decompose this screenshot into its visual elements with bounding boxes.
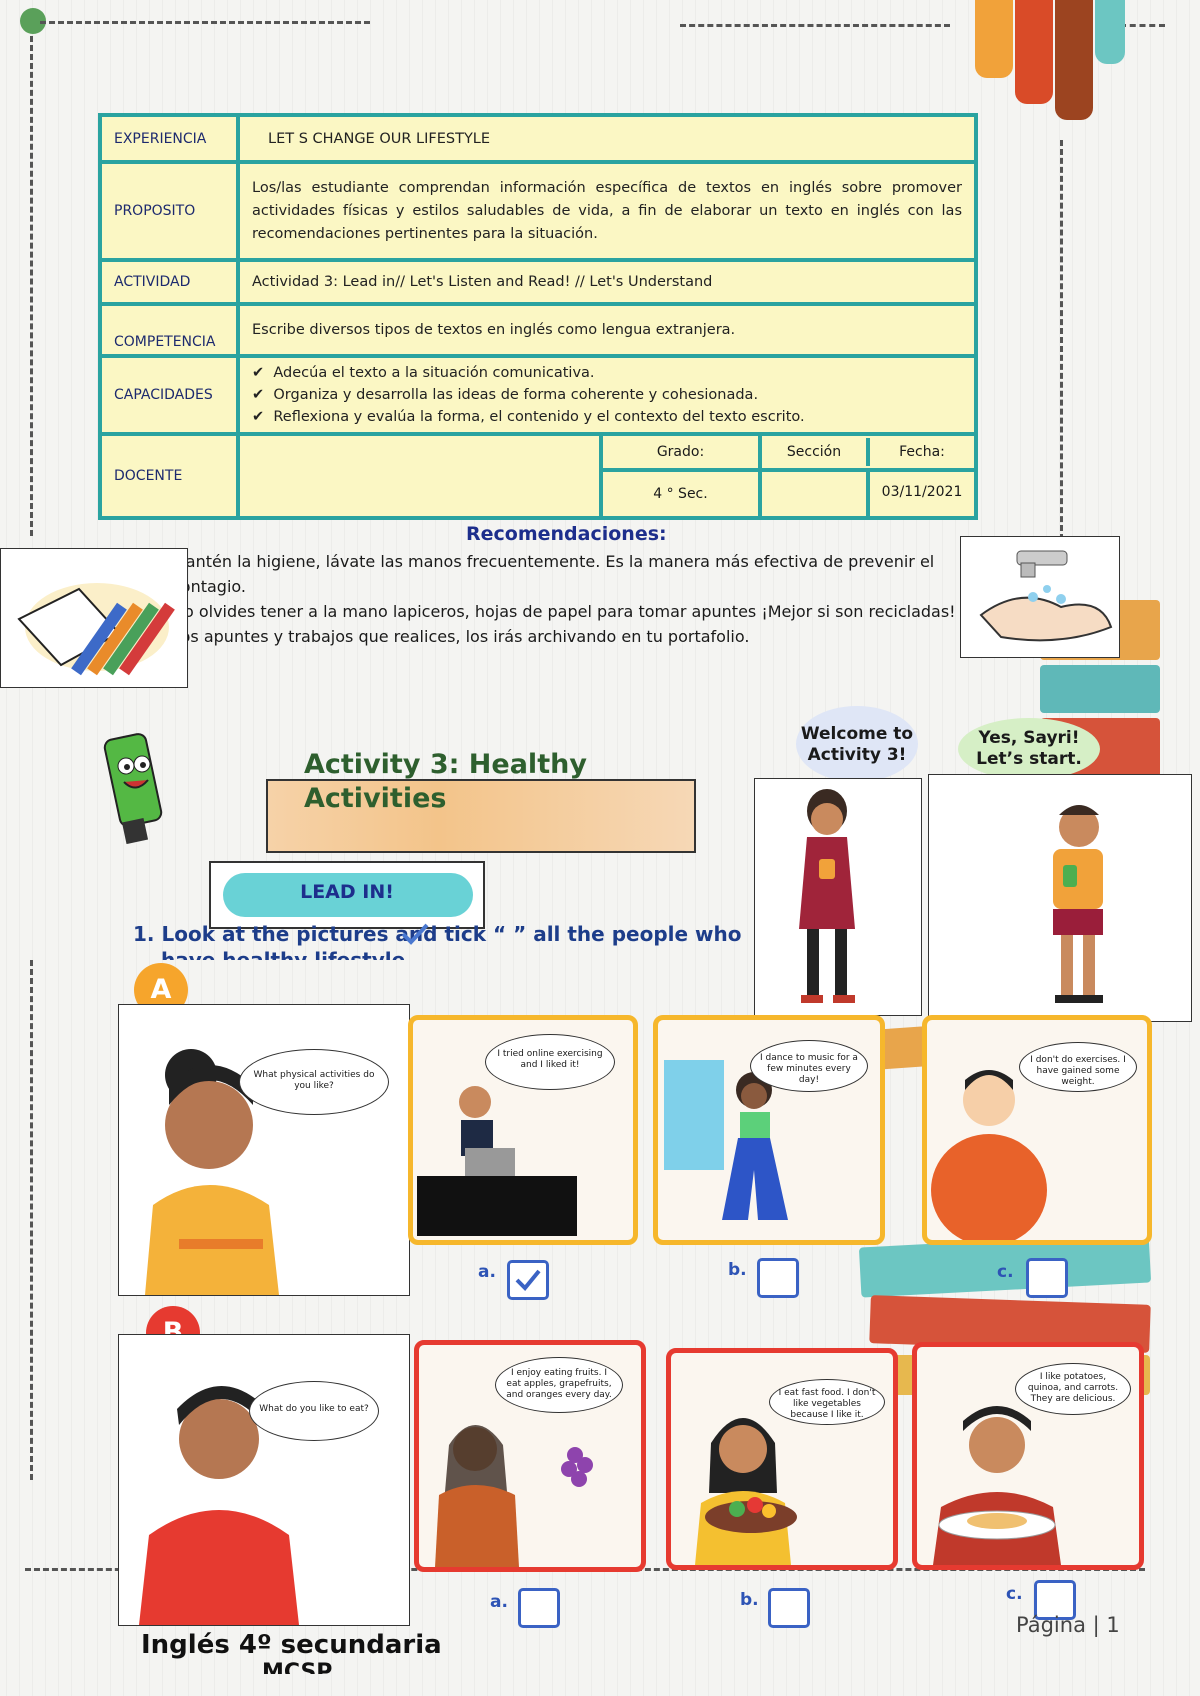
option-label: a. <box>478 1262 496 1282</box>
frame-dash-top-right <box>680 24 950 27</box>
speech-bubble: I don't do exercises. I have gained some… <box>1019 1042 1137 1092</box>
grado-value: 4 ° Sec. <box>599 468 762 520</box>
pencils-image <box>0 548 188 688</box>
actividad-label: ACTIVIDAD <box>98 258 240 306</box>
seccion-value <box>762 472 870 516</box>
lead-in-label: LEAD IN! <box>300 881 394 903</box>
capacidad-item: ✔ Adecúa el texto a la situación comunic… <box>252 365 595 381</box>
boy-character-icon <box>1053 805 1103 1003</box>
checkbox-a-a[interactable] <box>507 1260 549 1300</box>
docente-label: DOCENTE <box>98 432 240 520</box>
seccion-fecha-labels: Sección Fecha: <box>757 432 979 472</box>
lead-in-box: LEAD IN! <box>209 861 485 929</box>
deco-stripe-brown <box>1055 0 1093 120</box>
marker-mascot-icon <box>103 733 163 845</box>
frame-dash-right <box>1060 140 1063 540</box>
option-label: c. <box>997 1262 1014 1282</box>
section-a-panel-c: I don't do exercises. I have gained some… <box>922 1015 1152 1245</box>
dancing-icon <box>664 1060 788 1220</box>
recommendation-line: Los apuntes y trabajos que realices, los… <box>172 627 750 646</box>
pencils-icon <box>17 583 175 676</box>
capacidad-item: ✔ Organiza y desarrolla las ideas de for… <box>252 387 759 403</box>
tick-icon <box>401 923 429 945</box>
competencia-value: Escribe diversos tipos de textos en ingl… <box>236 302 978 358</box>
lets-start-bubble: Yes, Sayri! Let’s start. <box>958 718 1100 780</box>
man-asking-icon <box>139 1385 299 1625</box>
option-label: c. <box>1006 1584 1023 1604</box>
recommendation-line: Mantén la higiene, lávate las manos frec… <box>172 552 935 596</box>
section-b-question-image: What do you like to eat? <box>118 1334 410 1626</box>
girl-with-salad-icon <box>695 1418 797 1565</box>
proposito-label: PROPOSITO <box>98 160 240 262</box>
section-a-panel-a: I tried online exercising and I liked it… <box>408 1015 638 1245</box>
lead-in-highlight <box>223 873 473 917</box>
section-a-question-image: What physical activities do you like? <box>118 1004 410 1296</box>
recommendations-text: Mantén la higiene, lávate las manos frec… <box>172 549 962 649</box>
checkbox-b-b[interactable] <box>768 1588 810 1628</box>
section-b-panel-a: I enjoy eating fruits. I eat apples, gra… <box>414 1340 646 1572</box>
welcome-bubble: Welcome to Activity 3! <box>796 706 918 782</box>
grado-label: Grado: <box>599 432 762 472</box>
experiencia-label: EXPERIENCIA <box>98 113 240 164</box>
online-exercise-icon <box>417 1086 577 1236</box>
fecha-value: 03/11/2021 <box>881 484 963 500</box>
checkbox-b-c[interactable] <box>1034 1580 1076 1620</box>
woman-asking-icon <box>145 1049 279 1295</box>
frame-dash-left <box>30 36 33 536</box>
speech-bubble: I enjoy eating fruits. I eat apples, gra… <box>495 1357 623 1413</box>
recommendations-title: Recomendaciones: <box>466 523 667 545</box>
girl-character-image <box>754 778 922 1016</box>
activity-title: Activity 3: Healthy Activities <box>304 749 587 814</box>
footer-subtitle: MCSP <box>262 1660 333 1674</box>
info-table: EXPERIENCIA LET S CHANGE OUR LIFESTYLE P… <box>98 113 979 520</box>
handwashing-icon <box>979 550 1113 642</box>
frame-dash-top-far <box>1120 24 1165 27</box>
section-b-panel-b: I eat fast food. I don't like vegetables… <box>666 1348 898 1570</box>
option-label: b. <box>728 1260 747 1280</box>
deco-stripe-red <box>1015 0 1053 104</box>
frame-dash-top-left <box>40 21 370 24</box>
section-b-question-speech: What do you like to eat? <box>249 1381 379 1441</box>
frame-dash-left-lower <box>30 960 33 1480</box>
section-a-question-speech: What physical activities do you like? <box>239 1049 389 1115</box>
section-b-panel-c: I like potatoes, quinoa, and carrots. Th… <box>912 1342 1144 1570</box>
experiencia-value: LET S CHANGE OUR LIFESTYLE <box>236 113 978 164</box>
boy-character-image <box>928 774 1192 1022</box>
seccion-label: Sección <box>762 438 870 466</box>
seccion-fecha-values: 03/11/2021 <box>757 468 979 520</box>
question-1: 1. Look at the pictures and tick “ ” all… <box>133 922 742 946</box>
page-number: Página | 1 <box>1016 1613 1120 1637</box>
deco-stripe-orange <box>975 0 1013 78</box>
man-overweight-icon <box>931 1070 1047 1240</box>
checkmark-icon <box>515 1269 541 1291</box>
actividad-value: Actividad 3: Lead in// Let's Listen and … <box>236 258 978 306</box>
capacidades-list: ✔ Adecúa el texto a la situación comunic… <box>236 354 978 436</box>
boy-eating-quinoa-icon <box>933 1406 1061 1565</box>
girl-eating-fruit-icon <box>435 1425 593 1567</box>
speech-bubble: I dance to music for a few minutes every… <box>750 1040 868 1092</box>
capacidades-label: CAPACIDADES <box>98 354 240 436</box>
section-a-panel-b: I dance to music for a few minutes every… <box>653 1015 885 1245</box>
capacidad-item: ✔ Reflexiona y evalúa la forma, el conte… <box>252 409 805 425</box>
speech-bubble: I like potatoes, quinoa, and carrots. Th… <box>1015 1363 1131 1415</box>
checkbox-a-c[interactable] <box>1026 1258 1068 1298</box>
recommendation-line: No olvides tener a la mano lapiceros, ho… <box>172 602 956 621</box>
checkbox-a-b[interactable] <box>757 1258 799 1298</box>
checkbox-b-a[interactable] <box>518 1588 560 1628</box>
fecha-label: Fecha: <box>899 444 945 460</box>
handwashing-image <box>960 536 1120 658</box>
option-label: a. <box>490 1592 508 1612</box>
question-1-continued: have healthy lifestyle <box>161 948 406 960</box>
speech-bubble: I tried online exercising and I liked it… <box>485 1034 615 1090</box>
deco-stripe-teal <box>1095 0 1125 64</box>
speech-bubble: I eat fast food. I don't like vegetables… <box>769 1379 885 1425</box>
footer-title: Inglés 4º secundaria <box>141 1630 442 1660</box>
girl-character-icon <box>799 789 855 1003</box>
competencia-label: COMPETENCIA <box>98 302 240 358</box>
deco-book-2 <box>1040 665 1160 713</box>
proposito-value: Los/las estudiante comprendan informació… <box>236 160 978 262</box>
docente-value <box>236 432 603 520</box>
activity-title-banner <box>266 779 696 853</box>
option-label: b. <box>740 1590 759 1610</box>
